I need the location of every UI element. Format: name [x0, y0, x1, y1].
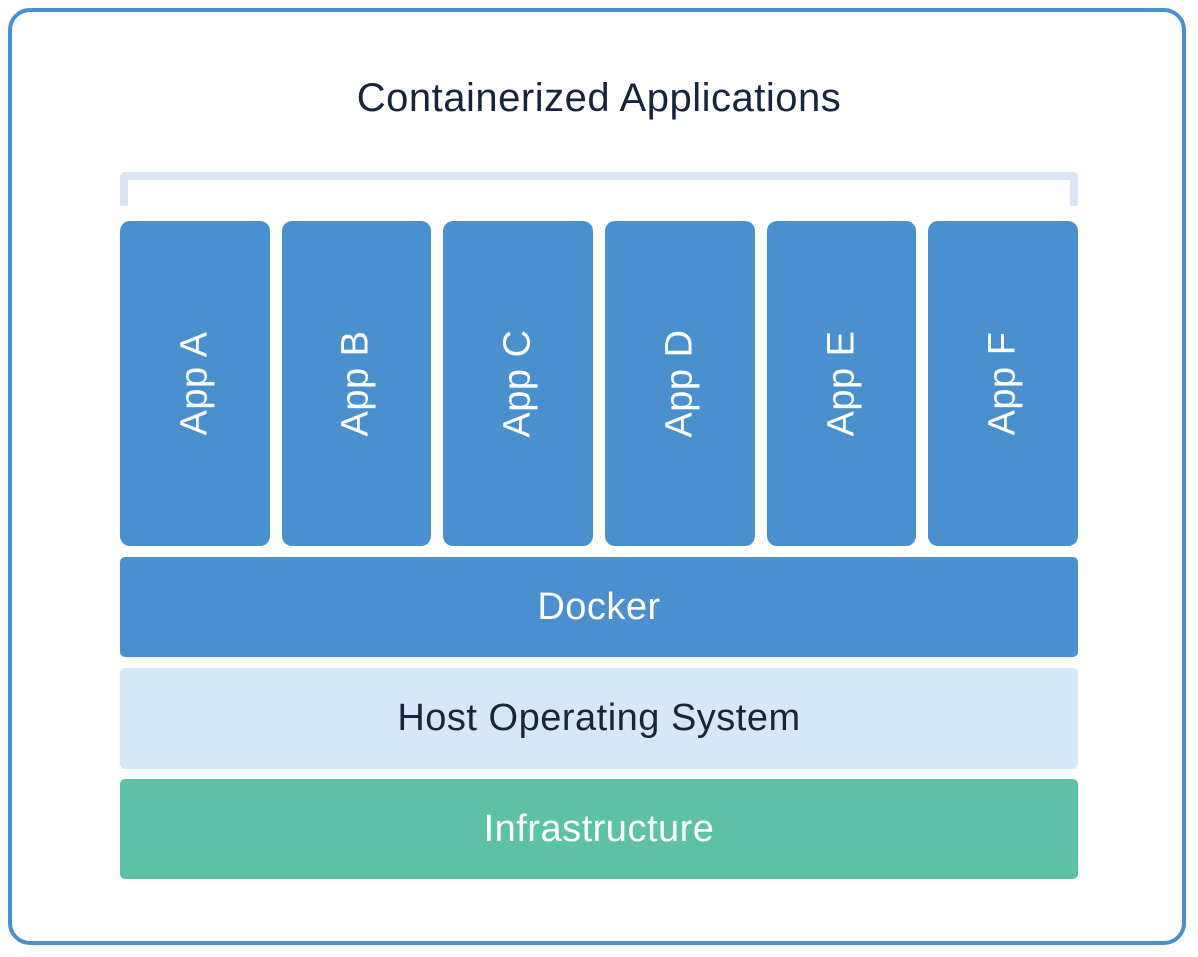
- app-box-a: App A: [120, 221, 270, 546]
- apps-row: App A App B App C App D App E App F: [120, 221, 1079, 546]
- diagram-outer-border: [8, 8, 1186, 945]
- app-label-c: App C: [496, 329, 539, 438]
- app-box-e: App E: [766, 221, 917, 546]
- app-box-b: App B: [281, 221, 432, 546]
- app-label-a: App A: [173, 331, 216, 436]
- diagram-title: Containerized Applications: [356, 76, 842, 120]
- app-label-b: App B: [335, 330, 377, 437]
- layer-docker-label: Docker: [537, 585, 661, 628]
- layer-infrastructure-label: Infrastructure: [483, 807, 715, 850]
- app-label-d: App D: [658, 329, 701, 438]
- app-label-e: App E: [820, 330, 863, 437]
- layer-host-operating-system: Host Operating System: [120, 668, 1078, 769]
- app-box-d: App D: [605, 221, 755, 546]
- layer-infrastructure: Infrastructure: [120, 779, 1078, 879]
- app-label-f: App F: [981, 331, 1024, 436]
- containerized-apps-bracket: [120, 172, 1078, 206]
- app-box-f: App F: [928, 221, 1079, 546]
- app-box-c: App C: [443, 221, 594, 546]
- layer-docker: Docker: [120, 557, 1078, 657]
- layer-host-operating-system-label: Host Operating System: [397, 697, 801, 739]
